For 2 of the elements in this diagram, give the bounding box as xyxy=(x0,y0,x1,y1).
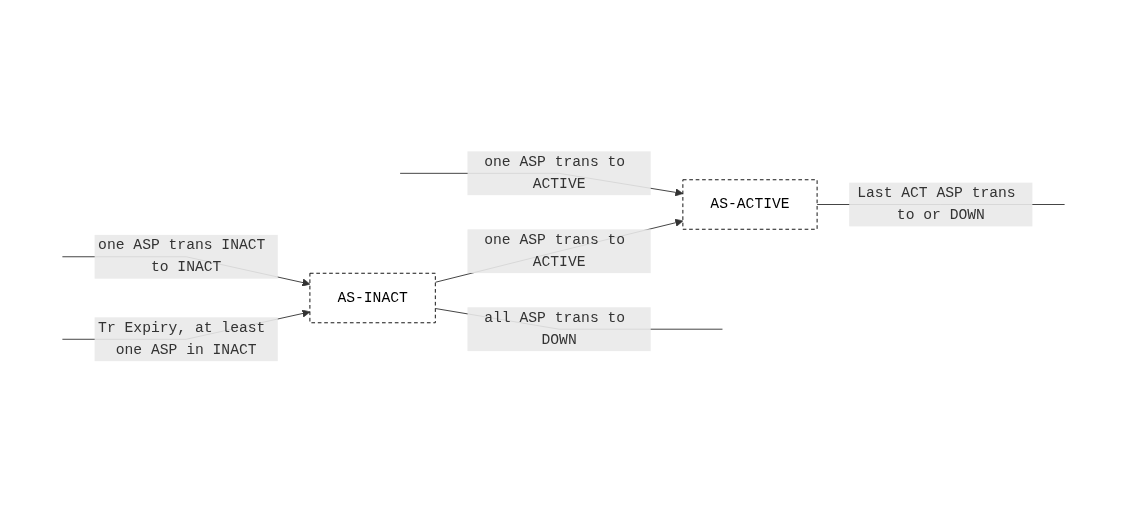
state-box: AS-ACTIVE xyxy=(682,179,818,230)
state-box: AS-INACT xyxy=(309,272,436,323)
